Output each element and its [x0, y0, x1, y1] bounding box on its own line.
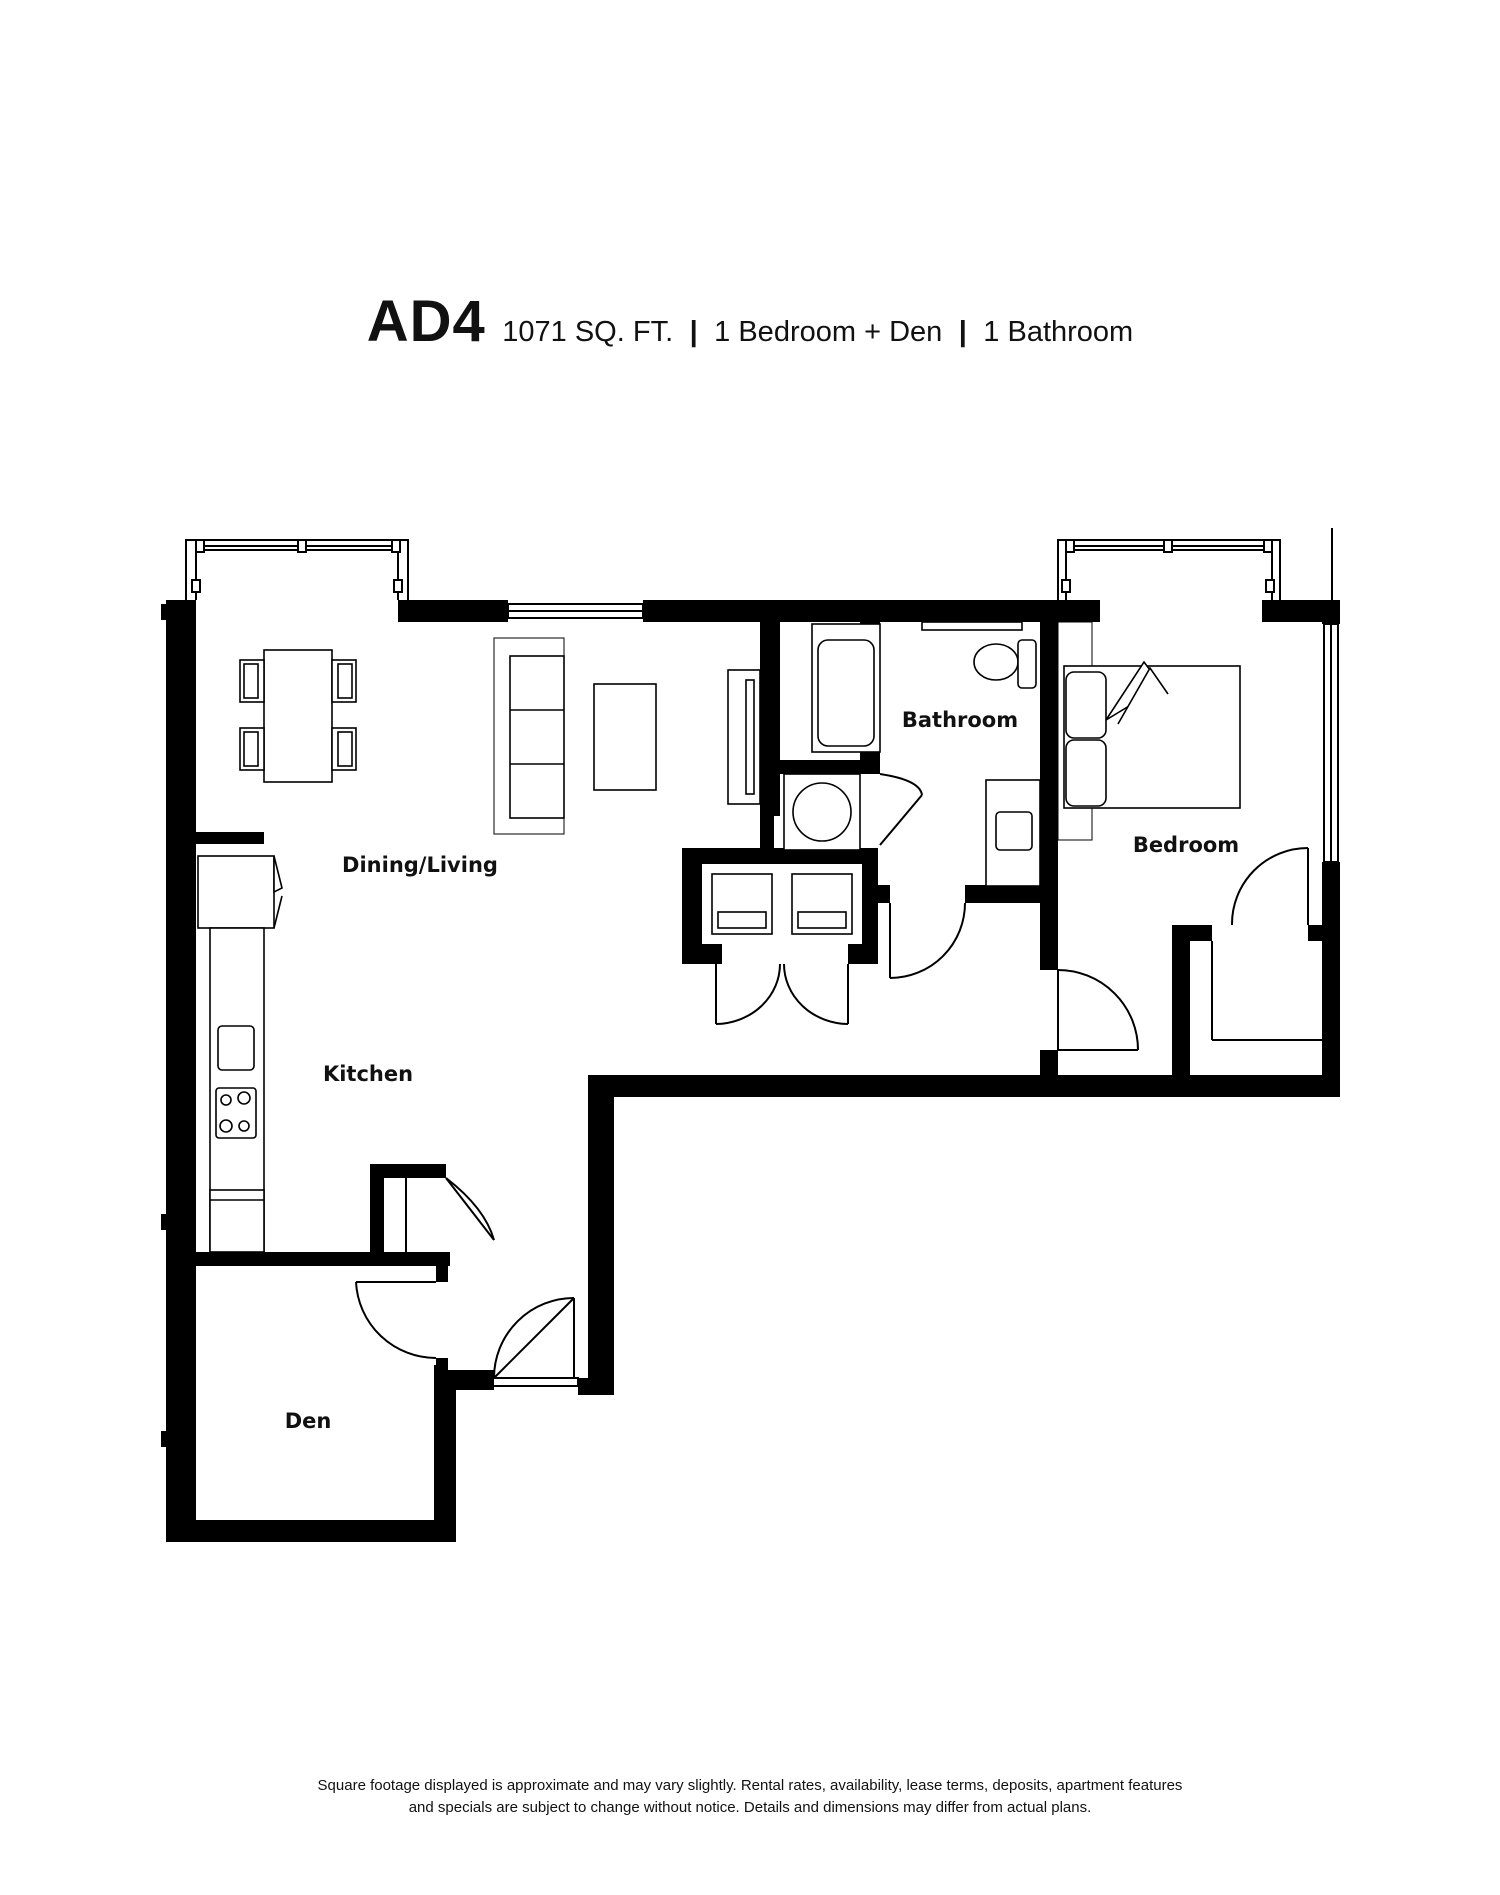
- room-label-bathroom: Bathroom: [902, 708, 1018, 732]
- disclaimer-line: Square footage displayed is approximate …: [317, 1777, 1183, 1794]
- room-label-dining-living: Dining/Living: [342, 853, 498, 877]
- dining-table: [263, 649, 333, 783]
- walls: [166, 600, 1340, 1542]
- unit-bathrooms: 1 Bathroom: [983, 316, 1134, 348]
- refrigerator: [197, 855, 275, 929]
- disclaimer: Square footage displayed is approximate …: [0, 1775, 1500, 1819]
- washer: [792, 782, 852, 842]
- header-separator: |: [958, 316, 967, 348]
- tv-unit: [727, 669, 761, 805]
- unit-bedrooms: 1 Bedroom + Den: [714, 316, 943, 348]
- room-label-kitchen: Kitchen: [323, 1062, 413, 1086]
- header-separator: |: [689, 316, 698, 348]
- room-label-den: Den: [285, 1409, 332, 1433]
- unit-area: 1071 SQ. FT.: [502, 316, 674, 348]
- disclaimer-line: and specials are subject to change witho…: [408, 1799, 1092, 1816]
- unit-code: AD4: [366, 289, 486, 354]
- doors: [355, 773, 1322, 1379]
- floor-plan-header: AD4 1071 SQ. FT. | 1 Bedroom + Den | 1 B…: [0, 288, 1500, 355]
- room-label-bedroom: Bedroom: [1133, 833, 1239, 857]
- coffee-table: [593, 683, 657, 791]
- toilet: [973, 643, 1019, 681]
- windows: [161, 528, 1339, 1447]
- furniture: [197, 621, 1241, 1253]
